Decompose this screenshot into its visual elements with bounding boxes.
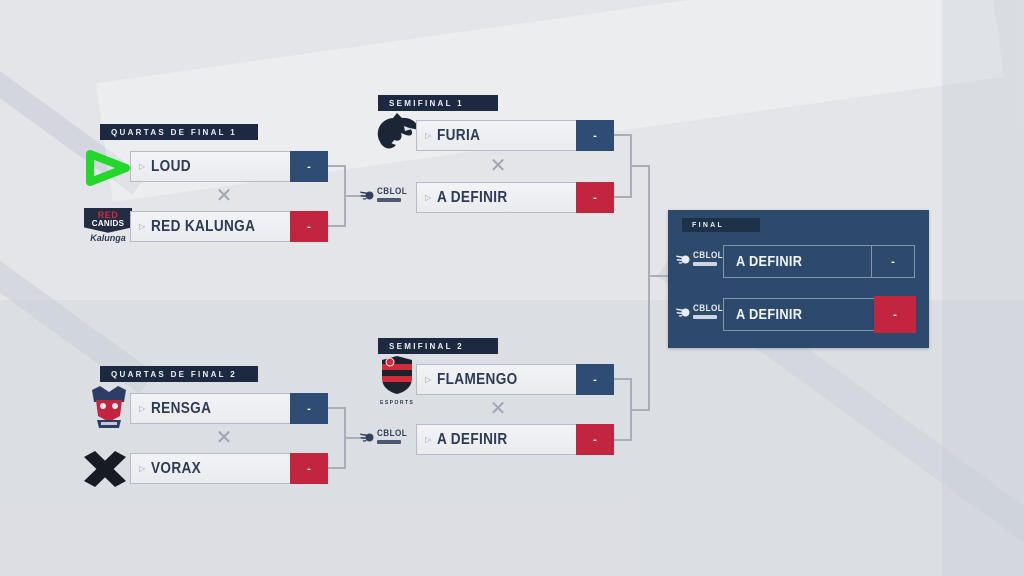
team-marker-icon: ▷: [139, 463, 146, 473]
cblol-logo-icon: CBLOL: [360, 187, 411, 202]
team-name: RED KALUNGA: [151, 217, 256, 235]
connector-line: [328, 407, 346, 409]
team-row-red-kalunga: ▷ RED KALUNGA -: [130, 211, 328, 242]
score-box: -: [874, 296, 916, 333]
team-row-sf1-tbd: ▷ A DEFINIR -: [416, 182, 614, 213]
team-name: A DEFINIR: [437, 188, 508, 206]
bg-tint: [942, 0, 1024, 576]
team-name: A DEFINIR: [736, 306, 803, 323]
connector-line: [328, 467, 346, 469]
team-marker-icon: ▷: [139, 403, 146, 413]
team-marker-icon: ▷: [139, 221, 146, 231]
versus-cross-icon: ✕: [215, 427, 233, 449]
furia-logo-icon: [377, 113, 419, 149]
team-marker-icon: ▷: [425, 130, 432, 140]
team-name: FURIA: [437, 126, 481, 144]
cblol-logo-icon: CBLOL: [676, 304, 727, 319]
team-row-vorax: ▷ VORAX -: [130, 453, 328, 484]
team-row-rensga: ▷ RENSGA -: [130, 393, 328, 424]
match-label-qf1: QUARTAS DE FINAL 1: [100, 124, 258, 140]
connector-line: [344, 437, 370, 439]
connector-line: [648, 275, 670, 277]
score-box: -: [290, 453, 328, 484]
vorax-logo-icon: [84, 451, 126, 487]
score-box: -: [871, 246, 914, 277]
versus-cross-icon: ✕: [489, 398, 507, 420]
connector-line: [614, 134, 632, 136]
team-marker-icon: ▷: [425, 374, 432, 384]
cblol-logo-icon: CBLOL: [676, 251, 727, 266]
rensga-logo-icon: [92, 386, 126, 428]
connector-line: [614, 378, 632, 380]
team-name: FLAMENGO: [437, 370, 518, 388]
flamengo-logo-icon: ESPORTS: [380, 356, 414, 406]
team-name: A DEFINIR: [736, 253, 803, 270]
versus-cross-icon: ✕: [215, 185, 233, 207]
connector-line: [328, 225, 346, 227]
match-label-final: FINAL: [682, 218, 760, 232]
team-name: LOUD: [151, 157, 192, 175]
match-label-qf2: QUARTAS DE FINAL 2: [100, 366, 258, 382]
score-box: -: [576, 182, 614, 213]
connector-line: [630, 409, 650, 411]
connector-line: [648, 165, 650, 411]
team-row-loud: ▷ LOUD -: [130, 151, 328, 182]
match-label-sf1: SEMIFINAL 1: [378, 95, 498, 111]
team-row-sf2-tbd: ▷ A DEFINIR -: [416, 424, 614, 455]
team-name: RENSGA: [151, 399, 212, 417]
team-marker-icon: ▷: [425, 192, 432, 202]
score-box: -: [576, 120, 614, 151]
connector-line: [630, 165, 650, 167]
score-box: -: [576, 364, 614, 395]
score-box: -: [290, 393, 328, 424]
cblol-logo-icon: CBLOL: [360, 429, 411, 444]
versus-cross-icon: ✕: [489, 155, 507, 177]
connector-line: [614, 439, 632, 441]
score-box: -: [576, 424, 614, 455]
connector-line: [328, 165, 346, 167]
score-box: -: [290, 211, 328, 242]
final-row-home: A DEFINIR -: [723, 245, 915, 278]
final-row-away: A DEFINIR -: [723, 296, 916, 333]
team-name: VORAX: [151, 459, 202, 477]
bg-streak: [876, 0, 1024, 57]
team-row-flamengo: ▷ FLAMENGO -: [416, 364, 614, 395]
team-name: A DEFINIR: [437, 430, 508, 448]
team-row-furia: ▷ FURIA -: [416, 120, 614, 151]
final-panel: FINAL CBLOL A DEFINIR -: [668, 210, 929, 348]
connector-line: [344, 195, 370, 197]
bg-streak: [929, 0, 1024, 54]
loud-logo-icon: [86, 150, 130, 186]
team-marker-icon: ▷: [425, 434, 432, 444]
score-box: -: [290, 151, 328, 182]
match-label-sf2: SEMIFINAL 2: [378, 338, 498, 354]
connector-line: [614, 196, 632, 198]
team-marker-icon: ▷: [139, 161, 146, 171]
red-kalunga-logo-icon: RED CANIDS Kalunga: [84, 208, 132, 244]
